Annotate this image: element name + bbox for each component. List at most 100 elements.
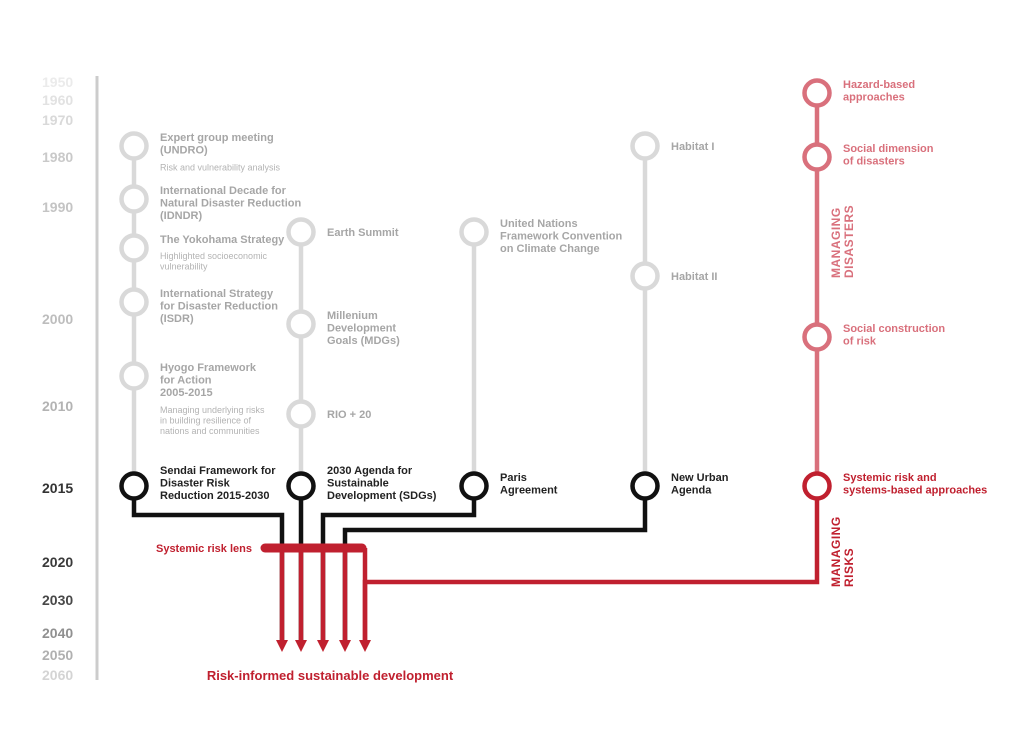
milestone-title-line: RIO + 20	[327, 409, 371, 421]
milestone-title-line: on Climate Change	[500, 243, 600, 255]
milestone-title-line: International Strategy	[160, 288, 274, 300]
milestone-title: Expert group meeting(UNDRO)	[160, 132, 274, 157]
final-milestone-title-line: Sustainable	[327, 478, 389, 490]
milestone-title-line: for Disaster Reduction	[160, 301, 278, 313]
managing-risks-label: MANAGINGRISKS	[829, 516, 856, 587]
year-label: 2020	[42, 554, 73, 570]
connector-systemic-risk	[362, 499, 820, 642]
milestone-subtitle: Risk and vulnerability analysis	[160, 163, 281, 173]
final-milestone-marker	[630, 471, 660, 501]
final-milestone-title-line: Agreement	[500, 485, 558, 497]
milestone-subtitle-line: Highlighted socioeconomic	[160, 251, 268, 261]
milestone-title-line: for Action	[160, 375, 212, 387]
milestone-title: Earth Summit	[327, 227, 399, 239]
milestone-title-line: Expert group meeting	[160, 132, 274, 144]
arrow-head	[339, 640, 351, 652]
milestone-title-line: Natural Disaster Reduction	[160, 198, 301, 210]
managing-risks-label-line: RISKS	[842, 548, 856, 587]
milestone-marker	[119, 287, 149, 317]
milestone-title-line: approaches	[843, 92, 905, 104]
outcome-label: Risk-informed sustainable development	[207, 668, 454, 683]
year-label: 2030	[42, 592, 73, 608]
milestone-title-line: 2005-2015	[160, 387, 213, 399]
year-label: 2000	[42, 311, 73, 327]
year-label: 1950	[42, 74, 73, 90]
milestone-title-line: of risk	[843, 336, 877, 348]
final-milestone-marker	[459, 471, 489, 501]
milestone-subtitle-line: vulnerability	[160, 262, 208, 272]
final-milestone-marker	[119, 471, 149, 501]
final-milestone-title-line: Paris	[500, 472, 527, 484]
final-milestone-title-line: Reduction 2015-2030	[160, 490, 269, 502]
managing-risks-label-line: MANAGING	[829, 516, 843, 587]
milestone-marker	[459, 217, 489, 247]
milestone-marker	[802, 322, 832, 352]
milestone-marker	[119, 131, 149, 161]
final-milestone-title-line: Development (SDGs)	[327, 490, 437, 502]
final-milestone-title-line: Sendai Framework for	[160, 465, 276, 477]
year-label: 1970	[42, 112, 73, 128]
milestone-subtitle-line: Risk and vulnerability analysis	[160, 163, 281, 173]
arrow-head	[276, 640, 288, 652]
milestone-title-line: (UNDRO)	[160, 145, 208, 157]
milestone-marker	[286, 217, 316, 247]
milestone-title-line: Framework Convention	[500, 231, 623, 243]
arrow-head	[317, 640, 329, 652]
milestone-subtitle-line: in building resilience of	[160, 416, 252, 426]
arrow-head	[359, 640, 371, 652]
final-milestone-title-line: Systemic risk and	[843, 472, 937, 484]
year-label: 2015	[42, 480, 73, 496]
milestone-title-line: Earth Summit	[327, 227, 399, 239]
milestone-marker	[630, 131, 660, 161]
systemic-risk-lens-label: Systemic risk lens	[156, 543, 252, 555]
milestone-title-line: The Yokohama Strategy	[160, 234, 285, 246]
milestone-marker	[286, 309, 316, 339]
milestone-marker	[286, 399, 316, 429]
year-label: 2040	[42, 625, 73, 641]
milestone-title-line: Social dimension	[843, 143, 934, 155]
milestone-subtitle-line: nations and communities	[160, 426, 260, 436]
milestone-title-line: (ISDR)	[160, 313, 194, 325]
final-milestone-title-line: systems-based approaches	[843, 485, 987, 497]
milestone-title-line: Hazard-based	[843, 79, 915, 91]
milestone-title: Habitat I	[671, 141, 714, 153]
milestone-title-line: Millenium	[327, 310, 378, 322]
final-milestone-marker	[286, 471, 316, 501]
connector-new-urban-agenda	[342, 499, 648, 642]
milestone-title: The Yokohama Strategy	[160, 234, 285, 246]
year-label: 1960	[42, 92, 73, 108]
milestone-title-line: Habitat I	[671, 141, 714, 153]
milestone-title-line: (IDNDR)	[160, 210, 202, 222]
managing-disasters-label-line: MANAGING	[829, 207, 843, 278]
final-milestone-marker	[802, 471, 832, 501]
milestone-marker	[802, 78, 832, 108]
year-label: 1990	[42, 199, 73, 215]
milestone-title-line: United Nations	[500, 218, 578, 230]
year-label: 2060	[42, 667, 73, 683]
milestone-marker	[630, 261, 660, 291]
connector-sendai	[131, 499, 285, 642]
final-milestone-title-line: Disaster Risk	[160, 478, 231, 490]
managing-disasters-label-line: DISASTERS	[842, 205, 856, 278]
milestone-title: RIO + 20	[327, 409, 371, 421]
milestone-title-line: Goals (MDGs)	[327, 335, 400, 347]
milestone-title-line: International Decade for	[160, 185, 287, 197]
milestone-title-line: Habitat II	[671, 271, 717, 283]
milestone-title: Habitat II	[671, 271, 717, 283]
milestone-marker	[802, 142, 832, 172]
arrow-head	[295, 640, 307, 652]
milestone-title-line: Development	[327, 323, 396, 335]
milestone-marker	[119, 361, 149, 391]
milestone-subtitle-line: Managing underlying risks	[160, 405, 265, 415]
